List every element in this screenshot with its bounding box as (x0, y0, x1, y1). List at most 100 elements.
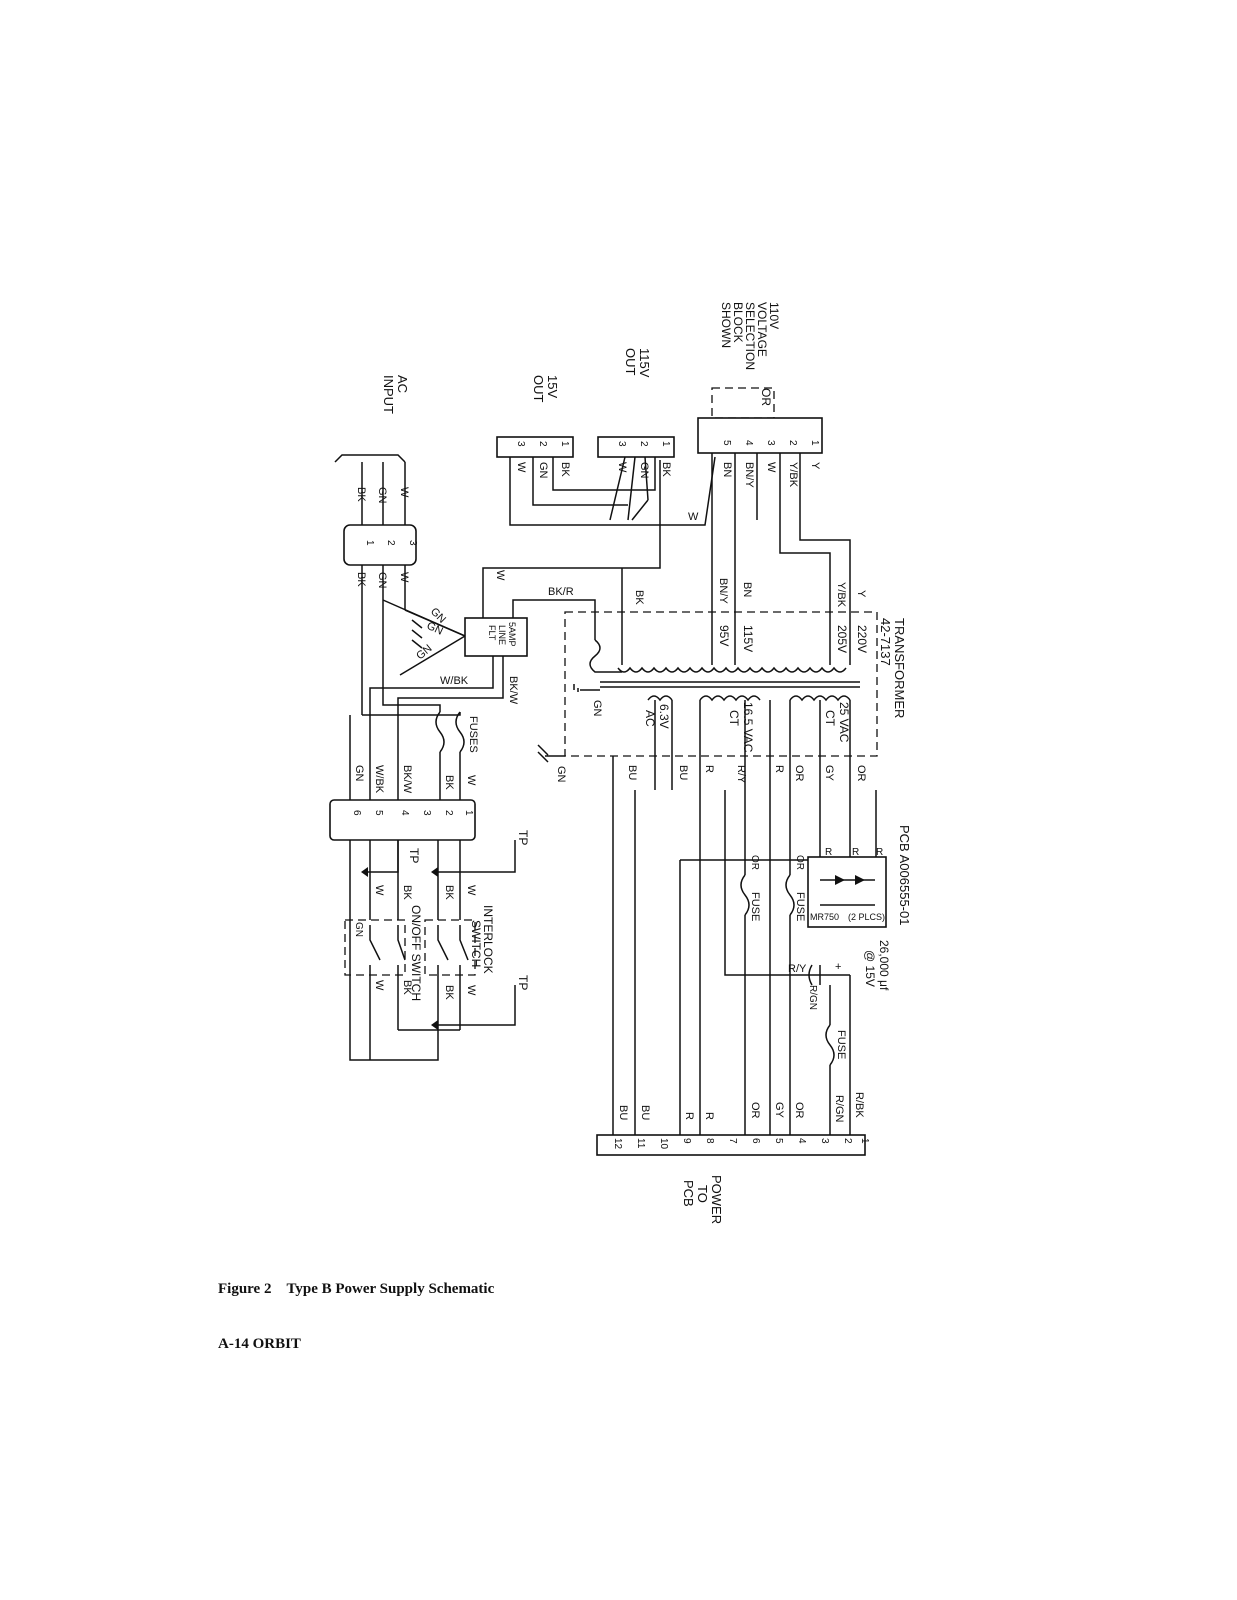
svg-text:5AMP: 5AMP (507, 622, 517, 647)
svg-text:R/BK: R/BK (853, 1092, 865, 1118)
svg-text:W: W (398, 572, 410, 583)
svg-text:1: 1 (559, 441, 570, 447)
voltage-block-pins: 5 4 3 2 1 (721, 440, 820, 446)
svg-text:6: 6 (351, 810, 362, 816)
svg-text:4: 4 (796, 1138, 807, 1144)
svg-text:1: 1 (809, 440, 820, 446)
interlock-switch (424, 919, 476, 976)
chassis-ground-2 (609, 456, 649, 521)
svg-text:+: + (835, 961, 841, 973)
terminal-pins: 6 5 4 3 2 1 (351, 810, 474, 816)
out-115v-connector (597, 436, 675, 458)
onoff-switch (344, 919, 406, 976)
ac-wire-labels-bottom: BK GN W (355, 572, 410, 589)
out-115v-wires: W GN BK (616, 462, 672, 479)
diode-1 (835, 875, 845, 885)
svg-text:115V: 115V (637, 348, 652, 378)
svg-text:OR: OR (793, 765, 805, 782)
terminal-strip (329, 799, 476, 841)
diode-2 (855, 875, 865, 885)
svg-text:W: W (465, 885, 477, 896)
svg-text:R: R (876, 847, 883, 858)
svg-text:4: 4 (399, 810, 410, 816)
svg-text:OUT: OUT (623, 348, 638, 376)
svg-text:W/BK: W/BK (440, 675, 469, 687)
svg-text:W: W (373, 980, 385, 991)
figure-number: Figure 2 (218, 1281, 272, 1297)
svg-text:GN: GN (376, 572, 388, 589)
svg-text:FUSE: FUSE (794, 892, 806, 921)
voltage-block-wires: BN BN/Y W Y/BK Y (721, 462, 821, 488)
svg-text:2: 2 (842, 1138, 853, 1144)
svg-text:BK/W: BK/W (401, 765, 413, 794)
power-to-pcb-connector (596, 1134, 866, 1156)
svg-text:BK: BK (443, 775, 455, 790)
svg-text:3: 3 (515, 441, 526, 447)
voltage-selection-label: 110V VOLTAGE SELECTION BLOCK SHOWN (719, 302, 781, 370)
test-point-1: TP (431, 830, 530, 877)
svg-text:5: 5 (373, 810, 384, 816)
voltage-or-label: OR (759, 388, 773, 406)
svg-text:R: R (773, 765, 785, 773)
power-supply-schematic: AC INPUT 15V OUT 115V OUT 110V VOLTAGE S… (329, 302, 912, 1224)
svg-text:GN: GN (414, 642, 434, 662)
svg-text:INPUT: INPUT (381, 375, 396, 414)
svg-text:FLT: FLT (487, 625, 497, 641)
svg-text:GY: GY (823, 765, 835, 782)
voltage-selection-block (697, 417, 823, 454)
svg-text:10: 10 (658, 1138, 669, 1150)
fuse-1 (435, 711, 445, 753)
svg-text:POWER: POWER (709, 1175, 724, 1224)
svg-text:@ 15V: @ 15V (863, 950, 877, 987)
svg-text:R: R (703, 765, 715, 773)
svg-text:6: 6 (750, 1138, 761, 1144)
svg-text:W: W (398, 487, 410, 498)
sec-winding-6v (647, 695, 673, 702)
or-fuse-1 (740, 874, 750, 916)
transformer-label: TRANSFORMER 42-7137 (878, 618, 907, 718)
svg-text:25 VAC: 25 VAC (837, 702, 851, 743)
svg-text:205V: 205V (835, 625, 849, 653)
svg-text:15V: 15V (545, 375, 560, 398)
figure-caption: Figure 2 Type B Power Supply Schematic (218, 1281, 494, 1298)
svg-text:GN: GN (537, 462, 549, 479)
power-conn-wires: BU BU R R OR GY OR R/GN R/BK (617, 1092, 865, 1123)
svg-text:BK: BK (443, 985, 455, 1000)
svg-text:TP: TP (516, 975, 530, 990)
interlock-switch-contacts (437, 925, 469, 975)
svg-text:Y: Y (809, 462, 821, 470)
svg-text:BU: BU (626, 765, 638, 780)
svg-text:Y/BK: Y/BK (787, 462, 799, 488)
svg-text:9: 9 (681, 1138, 692, 1144)
test-point-3: TP (431, 975, 530, 1030)
svg-text:6.3V: 6.3V (657, 704, 671, 729)
svg-text:SHOWN: SHOWN (719, 302, 733, 348)
svg-text:5: 5 (773, 1138, 784, 1144)
svg-text:220V: 220V (855, 625, 869, 653)
svg-text:W: W (515, 462, 527, 473)
sec-winding-25v (789, 695, 851, 702)
svg-text:42-7137: 42-7137 (878, 618, 893, 666)
svg-text:BK: BK (660, 462, 672, 477)
out-15v-wires: W GN BK (515, 462, 571, 479)
svg-text:1: 1 (364, 540, 375, 546)
svg-text:FUSE: FUSE (749, 892, 761, 921)
svg-text:BU: BU (677, 765, 689, 780)
svg-text:VOLTAGE: VOLTAGE (755, 302, 769, 357)
svg-text:2: 2 (443, 810, 454, 816)
svg-text:OR: OR (794, 855, 805, 870)
svg-text:OR: OR (855, 765, 867, 782)
svg-text:BK: BK (633, 590, 645, 605)
svg-text:2: 2 (537, 441, 548, 447)
svg-text:5: 5 (721, 440, 732, 446)
pcb-board (807, 856, 887, 928)
svg-text:TRANSFORMER: TRANSFORMER (892, 618, 907, 718)
svg-text:BLOCK: BLOCK (731, 302, 745, 343)
svg-text:BK: BK (559, 462, 571, 477)
svg-text:2: 2 (385, 540, 396, 546)
svg-text:W: W (765, 462, 777, 473)
power-conn-pins: 12 11 10 9 8 7 6 5 4 3 2 1 (612, 1138, 870, 1150)
svg-text:W: W (373, 885, 385, 896)
svg-text:LINE: LINE (497, 625, 507, 645)
out-15v-pins: 3 2 1 (515, 441, 570, 447)
